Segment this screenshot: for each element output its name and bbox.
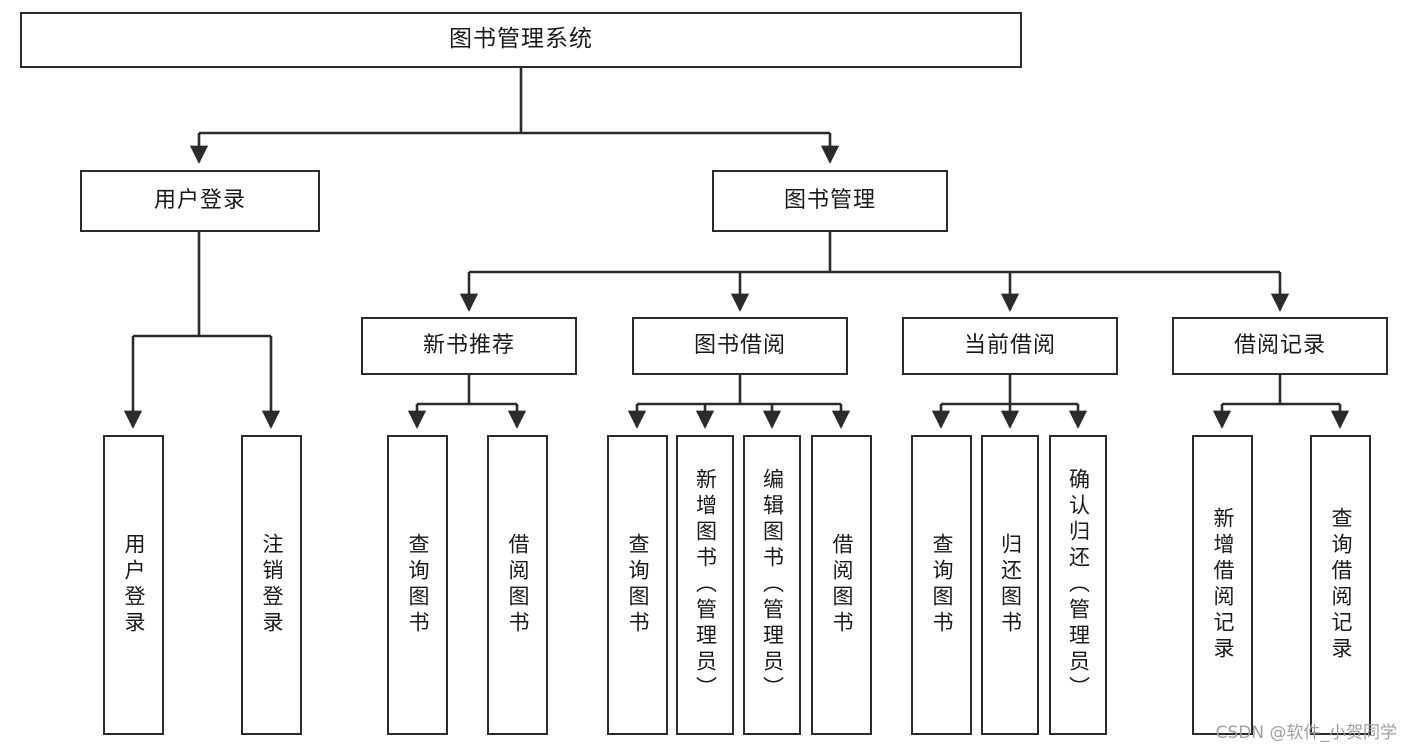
node-leaf-logout-login[interactable]: 注销登录 <box>241 435 302 735</box>
node-leaf-borrow-book-2[interactable]: 借阅图书 <box>811 435 872 735</box>
node-borrow-record[interactable]: 借阅记录 <box>1172 317 1388 375</box>
node-label: 新书推荐 <box>422 332 515 358</box>
node-label: 编辑图书（管理员） <box>760 468 785 702</box>
node-label: 归还图书 <box>998 533 1023 637</box>
node-leaf-borrow-book-1[interactable]: 借阅图书 <box>487 435 548 735</box>
node-label: 借阅图书 <box>830 533 855 637</box>
node-leaf-query-book-1[interactable]: 查询图书 <box>387 435 448 735</box>
node-new-book-recommend[interactable]: 新书推荐 <box>361 317 577 375</box>
node-label: 查询图书 <box>930 533 955 637</box>
node-label: 新增图书（管理员） <box>693 468 718 702</box>
node-label: 查询图书 <box>406 533 431 637</box>
node-label: 新增借阅记录 <box>1211 507 1236 663</box>
node-label: 确认归还（管理员） <box>1066 468 1091 702</box>
node-leaf-query-book-3[interactable]: 查询图书 <box>911 435 972 735</box>
node-leaf-return-book[interactable]: 归还图书 <box>981 435 1039 735</box>
node-leaf-add-record[interactable]: 新增借阅记录 <box>1192 435 1253 735</box>
node-user-login[interactable]: 用户登录 <box>80 170 320 232</box>
node-leaf-query-record[interactable]: 查询借阅记录 <box>1310 435 1371 735</box>
node-book-borrow[interactable]: 图书借阅 <box>632 317 848 375</box>
node-label: 查询图书 <box>626 533 651 637</box>
node-label: 查询借阅记录 <box>1329 507 1354 663</box>
node-book-management[interactable]: 图书管理 <box>712 170 948 232</box>
node-label: 注销登录 <box>260 533 285 637</box>
node-leaf-add-book[interactable]: 新增图书（管理员） <box>676 435 734 735</box>
node-current-borrow[interactable]: 当前借阅 <box>902 317 1118 375</box>
node-label: 图书管理 <box>783 187 876 213</box>
node-leaf-user-login[interactable]: 用户登录 <box>103 435 164 735</box>
node-label: 图书管理系统 <box>449 26 593 53</box>
node-leaf-edit-book[interactable]: 编辑图书（管理员） <box>743 435 801 735</box>
node-label: 借阅图书 <box>506 533 531 637</box>
csdn-watermark: CSDN @软件_小贺同学 <box>1215 723 1397 743</box>
node-label: 用户登录 <box>153 187 246 213</box>
node-label: 借阅记录 <box>1233 332 1326 358</box>
node-root-book-management-system[interactable]: 图书管理系统 <box>20 12 1022 68</box>
node-leaf-confirm-return[interactable]: 确认归还（管理员） <box>1049 435 1107 735</box>
node-leaf-query-book-2[interactable]: 查询图书 <box>607 435 668 735</box>
node-label: 用户登录 <box>122 533 147 637</box>
node-label: 图书借阅 <box>693 332 786 358</box>
node-label: 当前借阅 <box>963 332 1056 358</box>
